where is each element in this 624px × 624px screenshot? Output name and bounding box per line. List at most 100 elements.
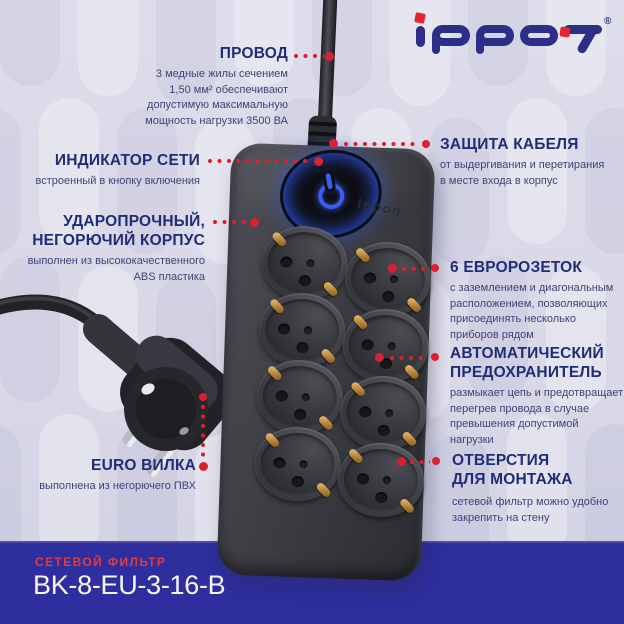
callout-sockets-body: с заземлением и диагональным расположени…: [450, 282, 614, 341]
callout-indicator-body: встроенный в кнопку включения: [35, 175, 200, 187]
center-hole: [301, 393, 310, 402]
ground-clip: [398, 497, 416, 515]
socket: [338, 374, 428, 452]
ground-clip: [319, 347, 337, 366]
plug-body: [120, 335, 234, 451]
pattern-capsule: [78, 0, 138, 96]
center-hole: [389, 275, 398, 284]
pin-hole: [291, 475, 304, 488]
logo-letter-o: [520, 25, 558, 46]
bullet-cable-protection: [422, 140, 430, 148]
bullet-mounting: [432, 457, 440, 465]
pattern-capsule: [156, 0, 216, 106]
center-hole: [303, 326, 312, 335]
pin-hole: [358, 406, 372, 418]
plug-boot-ribs: [83, 314, 157, 382]
socket: [253, 425, 342, 503]
socket: [341, 307, 430, 385]
pattern-capsule: [0, 0, 60, 86]
callout-sockets: 6 ЕВРОРОЗЕТОК с заземлением и диагональн…: [450, 258, 620, 343]
leader-euro-plug: [199, 403, 207, 459]
pattern-capsule: [507, 98, 567, 244]
pin-hole: [280, 256, 293, 268]
power-strip: ippon: [216, 141, 436, 582]
leader-indicator: [206, 157, 310, 165]
callout-case-title: УДАРОПРОЧНЫЙ, НЕГОРЮЧИЙ КОРПУС: [32, 213, 205, 249]
callout-case: УДАРОПРОЧНЫЙ, НЕГОРЮЧИЙ КОРПУС выполнен …: [5, 212, 205, 285]
pin-hole: [293, 408, 307, 421]
center-hole: [382, 476, 391, 485]
pin-hole: [356, 473, 370, 485]
callout-breaker-title: АВТОМАТИЧЕСКИЙ ПРЕДОХРАНИТЕЛЬ: [450, 345, 604, 381]
socket: [260, 224, 349, 302]
ground-clip: [322, 280, 339, 299]
pin-hole: [381, 290, 395, 303]
callout-indicator-title: ИНДИКАТОР СЕТИ: [54, 152, 200, 169]
anchor-dot-cord: [325, 52, 334, 61]
callout-mounting: ОТВЕРСТИЯ ДЛЯ МОНТАЖА сетевой фильтр мож…: [452, 451, 620, 526]
ground-clip: [317, 414, 335, 433]
callout-cable-protection-title: ЗАЩИТА КАБЕЛЯ: [440, 136, 579, 153]
callout-breaker: АВТОМАТИЧЕСКИЙ ПРЕДОХРАНИТЕЛЬ размыкает …: [450, 344, 624, 448]
anchor-dot-euro-plug: [199, 462, 208, 471]
pin-hole: [273, 457, 286, 469]
ground-clip: [400, 430, 418, 448]
ground-clip: [270, 230, 288, 248]
ground-clip: [263, 431, 281, 449]
callout-euro-plug: EURO ВИЛКА выполнена из негорючего ПВХ: [6, 456, 196, 495]
pattern-capsule: [0, 256, 60, 402]
logo-n-square: [559, 26, 571, 38]
socket: [255, 358, 345, 436]
pattern-capsule: [0, 108, 21, 254]
callout-euro-plug-title: EURO ВИЛКА: [91, 457, 196, 474]
pattern-capsule: [429, 118, 489, 264]
leader-breaker: [388, 354, 428, 362]
leader-cord: [292, 52, 324, 60]
logo-i-dot: [414, 12, 426, 24]
callout-case-body: выполнен из высококачественного ABS плас…: [27, 255, 205, 283]
anchor-dot-mounting: [397, 457, 406, 466]
pattern-capsule: [546, 0, 606, 96]
center-hole: [384, 409, 394, 418]
leader-mounting: [408, 458, 430, 466]
socket: [257, 291, 347, 369]
center-hole: [387, 342, 396, 351]
footer-model-number: BK-8-EU-3-16-B: [33, 570, 226, 600]
leader-case: [211, 218, 249, 226]
callout-mounting-title: ОТВЕРСТИЯ ДЛЯ МОНТАЖА: [452, 452, 573, 488]
ground-clip: [349, 380, 367, 398]
callout-cable-protection-body: от выдергивания и перетирания в месте вх…: [440, 159, 605, 187]
pattern-capsule: [468, 256, 528, 402]
pattern-capsule: [546, 266, 606, 412]
pin-hole: [296, 341, 309, 354]
callout-euro-plug-body: выполнена из негорючего ПВХ: [39, 480, 196, 492]
ground-clip: [351, 313, 369, 331]
leader-sockets: [400, 265, 428, 273]
callout-mounting-body: сетевой фильтр можно удобно закрепить на…: [452, 496, 609, 524]
pin-hole: [374, 491, 388, 504]
ground-clip: [403, 363, 420, 382]
callout-cord: ПРОВОД 3 медные жилы сечением 1,50 мм² о…: [48, 44, 288, 129]
anchor-dot-plug-top: [199, 393, 207, 401]
pin-hole: [377, 424, 390, 437]
callout-cable-protection: ЗАЩИТА КАБЕЛЯ от выдергивания и перетира…: [440, 135, 615, 189]
pin-hole: [298, 274, 311, 287]
logo-letter-p2-tail: [476, 34, 484, 54]
ground-clip: [265, 364, 283, 382]
center-hole: [298, 460, 308, 469]
anchor-dot-breaker: [375, 353, 384, 362]
registered-mark: ®: [604, 16, 612, 27]
callout-cord-body: 3 медные жилы сечением 1,50 мм² обеспечи…: [145, 68, 288, 127]
euro-plug-illustration: [0, 294, 234, 478]
socket: [336, 441, 426, 519]
center-hole: [306, 259, 315, 268]
pattern-capsule: [234, 0, 294, 86]
pattern-capsule: [507, 414, 567, 560]
logo-letter-p1-tail: [432, 34, 440, 54]
pattern-capsule: [0, 424, 21, 570]
bullet-sockets: [431, 264, 439, 272]
pin-hole: [275, 390, 288, 402]
pin-hole: [361, 339, 374, 351]
callout-sockets-title: 6 ЕВРОРОЗЕТОК: [450, 259, 583, 276]
